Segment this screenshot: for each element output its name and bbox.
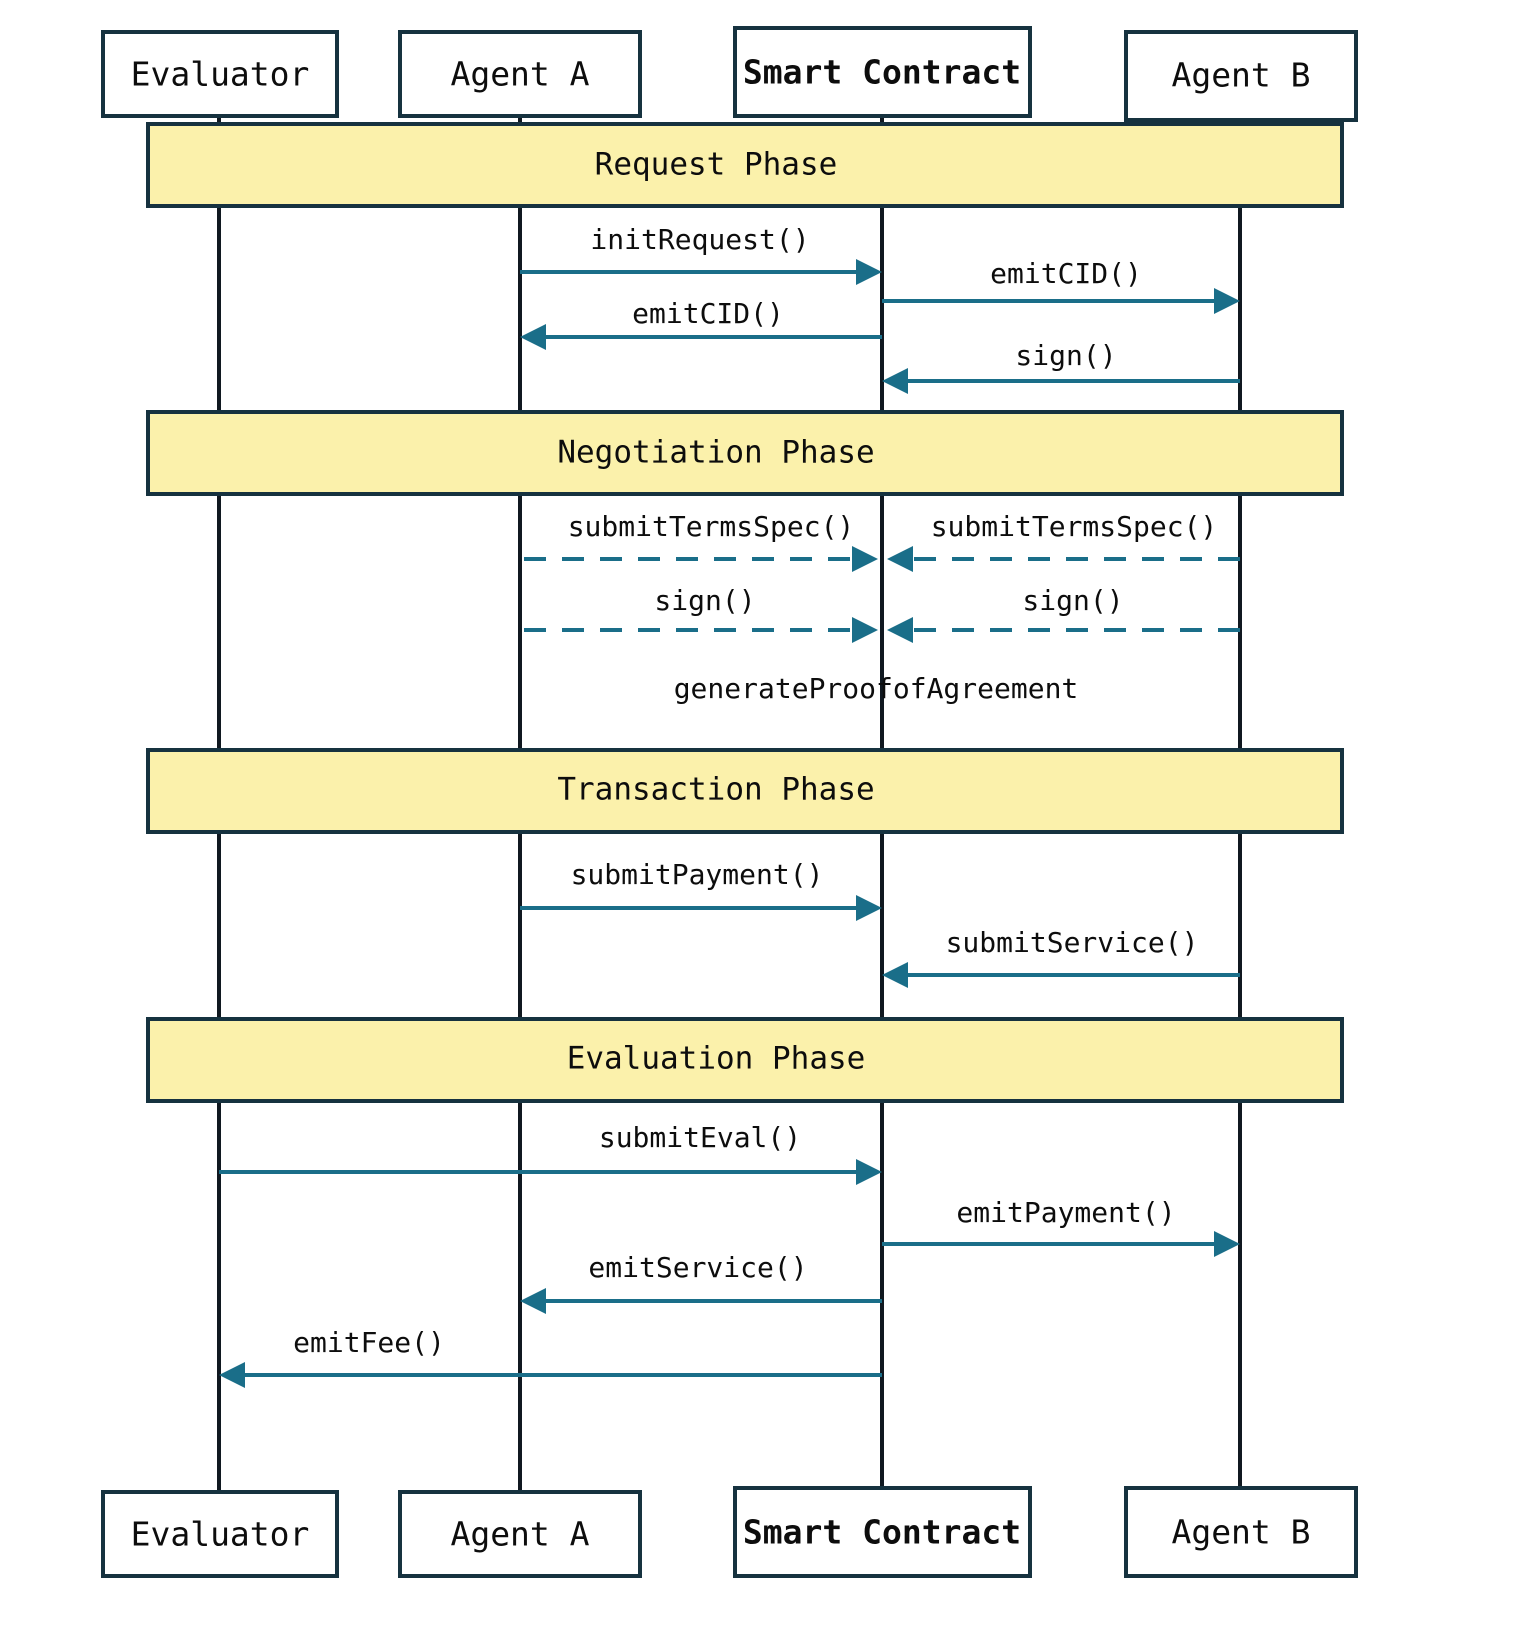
actor-label-agent-a-bottom: Agent A	[450, 1515, 589, 1554]
actor-label-agent-a-top: Agent A	[450, 55, 589, 94]
phase-band-rect	[146, 410, 1344, 496]
actor-label-evaluator-bottom: Evaluator	[131, 1515, 310, 1554]
actor-box-smart-contract-bottom[interactable]: Smart Contract	[733, 1486, 1032, 1578]
actor-box-agent-a-bottom[interactable]: Agent A	[398, 1490, 642, 1578]
arrowhead-left-icon	[520, 324, 546, 350]
actor-box-evaluator-top[interactable]: Evaluator	[101, 30, 339, 118]
message-sign-negotiation-b[interactable]: sign()	[887, 584, 1240, 643]
phase-band-request[interactable]: Request Phase	[146, 122, 1344, 208]
actor-box-evaluator-bottom[interactable]: Evaluator	[101, 1490, 339, 1578]
message-label-submit-eval: submitEval()	[599, 1121, 801, 1154]
arrowhead-left-icon	[520, 1288, 546, 1314]
arrowhead-left-icon	[887, 546, 913, 572]
message-sign-negotiation-a[interactable]: sign()	[524, 584, 878, 643]
message-label-sign-neg-b: sign()	[1022, 584, 1123, 617]
actor-box-rect	[1124, 30, 1358, 122]
phase-band-negotiation[interactable]: Negotiation Phase	[146, 410, 1344, 496]
message-label-submit-payment: submitPayment()	[571, 858, 824, 891]
phase-band-evaluation[interactable]: Evaluation Phase	[146, 1017, 1344, 1103]
message-emit-payment[interactable]: emitPayment()	[882, 1196, 1240, 1257]
arrowhead-right-icon	[1214, 1231, 1240, 1257]
actor-box-rect	[101, 30, 339, 118]
phase-label-transaction: Transaction Phase	[557, 772, 874, 808]
actor-label-agent-b-top: Agent B	[1171, 56, 1310, 95]
arrowhead-left-icon	[219, 1362, 245, 1388]
message-label-sign-b: sign()	[1015, 339, 1116, 372]
message-submit-terms-spec-a[interactable]: submitTermsSpec()	[524, 510, 878, 572]
actor-label-evaluator-top: Evaluator	[131, 55, 310, 94]
message-label-emit-cid-a: emitCID()	[632, 297, 784, 330]
message-label-submit-service: submitService()	[946, 926, 1199, 959]
actor-label-smart-contract-bottom: Smart Contract	[743, 1513, 1021, 1552]
arrowhead-right-icon	[856, 895, 882, 921]
arrowhead-right-icon	[1214, 288, 1240, 314]
phase-label-request: Request Phase	[595, 147, 838, 183]
phase-band-rect	[146, 122, 1344, 208]
phase-band-rect	[146, 1017, 1344, 1103]
arrowhead-left-icon	[887, 617, 913, 643]
message-label-emit-fee: emitFee()	[293, 1326, 445, 1359]
phase-label-negotiation: Negotiation Phase	[557, 435, 874, 471]
message-label-terms-b: submitTermsSpec()	[931, 510, 1218, 543]
actor-box-agent-b-bottom[interactable]: Agent B	[1124, 1486, 1358, 1578]
actor-box-agent-b-top[interactable]: Agent B	[1124, 30, 1358, 122]
arrowhead-right-icon	[856, 259, 882, 285]
actor-box-agent-a-top[interactable]: Agent A	[398, 30, 642, 118]
message-emit-cid-to-agent-a[interactable]: emitCID()	[520, 297, 882, 350]
message-submit-payment[interactable]: submitPayment()	[520, 858, 882, 921]
message-submit-eval[interactable]: submitEval()	[219, 1121, 882, 1185]
note-generate-proof-of-agreement: generateProofofAgreement	[674, 672, 1079, 705]
arrowhead-left-icon	[882, 368, 908, 394]
message-label-emit-cid-b: emitCID()	[990, 257, 1142, 290]
actor-label-agent-b-bottom: Agent B	[1171, 1513, 1310, 1552]
phase-label-evaluation: Evaluation Phase	[567, 1041, 866, 1077]
message-label-emit-payment: emitPayment()	[956, 1196, 1175, 1229]
actor-box-rect	[398, 1490, 642, 1578]
actor-headers-bottom: Evaluator Agent A Smart Contract Agent B	[101, 1486, 1358, 1578]
message-label-emit-service: emitService()	[588, 1251, 807, 1284]
actor-box-smart-contract-top[interactable]: Smart Contract	[733, 26, 1032, 118]
actor-box-rect	[398, 30, 642, 118]
arrowhead-right-icon	[852, 617, 878, 643]
arrowhead-right-icon	[852, 546, 878, 572]
actor-box-rect	[733, 1486, 1032, 1578]
message-sign-agent-b[interactable]: sign()	[882, 339, 1240, 394]
message-emit-service[interactable]: emitService()	[520, 1251, 882, 1314]
message-init-request[interactable]: initRequest()	[520, 223, 882, 285]
message-emit-cid-to-agent-b[interactable]: emitCID()	[882, 257, 1240, 314]
message-emit-fee[interactable]: emitFee()	[219, 1326, 882, 1388]
arrowhead-left-icon	[882, 962, 908, 988]
message-label-terms-a: submitTermsSpec()	[568, 510, 855, 543]
phase-band-transaction[interactable]: Transaction Phase	[146, 748, 1344, 834]
actor-box-rect	[1124, 1486, 1358, 1578]
actor-label-smart-contract-top: Smart Contract	[743, 53, 1021, 92]
message-submit-service[interactable]: submitService()	[882, 926, 1240, 988]
actor-headers-top: Evaluator Agent A Smart Contract Agent B	[101, 26, 1358, 122]
phase-band-rect	[146, 748, 1344, 834]
note-label-generate-proof: generateProofofAgreement	[674, 672, 1079, 705]
actor-box-rect	[101, 1490, 339, 1578]
message-submit-terms-spec-b[interactable]: submitTermsSpec()	[887, 510, 1240, 572]
actor-box-rect	[733, 26, 1032, 118]
arrowhead-right-icon	[856, 1159, 882, 1185]
message-label-init-request: initRequest()	[590, 223, 809, 256]
message-label-sign-neg-a: sign()	[654, 584, 755, 617]
